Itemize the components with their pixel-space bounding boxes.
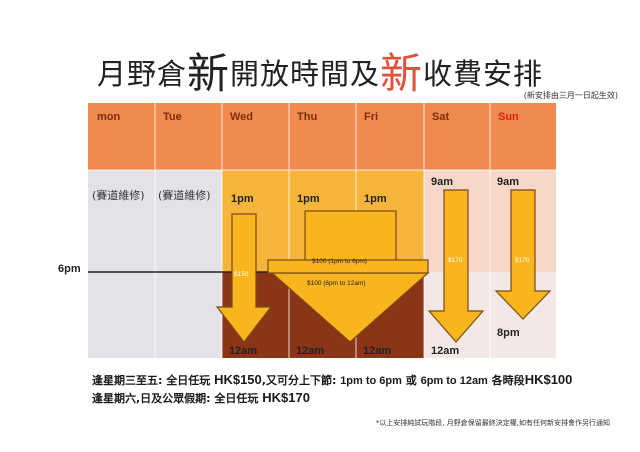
day-label-wed: Wed — [230, 111, 253, 123]
sat-arrow-price: $170 — [448, 257, 463, 264]
wed-full-day-arrow — [215, 213, 273, 343]
sun-full-day-arrow — [494, 189, 552, 320]
sat-end-time: 12am — [431, 345, 459, 357]
weekday-pricing-line: 逢星期三至五: 全日任玩 HK$150,又可分上下節: 1pm to 6pm 或… — [92, 372, 572, 388]
weekday-full-day-price: HK$150 — [214, 372, 262, 387]
wed-end-time: 12am — [229, 345, 257, 357]
thu-start-time: 1pm — [297, 193, 320, 205]
weekday-mid-text: ,又可分上下節: — [261, 374, 341, 387]
day-label-thu: Thu — [297, 111, 317, 123]
sat-full-day-arrow — [427, 189, 485, 343]
day-session-bar — [267, 259, 429, 274]
thu-end-time: 12am — [296, 345, 324, 357]
day-label-mon: mon — [97, 111, 121, 123]
day-label-tue: Tue — [163, 111, 182, 123]
day-session-box — [304, 210, 397, 270]
title-new-1: 新 — [186, 49, 230, 98]
fri-end-time: 12am — [363, 345, 391, 357]
session-price: HK$100 — [524, 372, 573, 387]
title-part-3: 收費安排 — [423, 57, 544, 91]
weekday-prefix: 逢星期三至五: 全日任玩 — [92, 374, 215, 387]
page-title: 月野倉新開放時間及新收費安排 — [0, 40, 640, 101]
day-session-price: $100 (1pm to 6pm) — [312, 258, 367, 265]
night-session-price: $100 (6pm to 12am) — [307, 280, 366, 287]
tue-maintenance-label: (賽道維修) — [158, 188, 211, 202]
title-part-1: 月野倉 — [96, 57, 187, 91]
sat-start-time: 9am — [431, 176, 453, 188]
weekend-full-day-price: HK$170 — [262, 390, 310, 405]
day-label-fri: Fri — [364, 111, 378, 123]
disclaimer-note: *以上安排純試玩階段, 月野倉保留最終決定權,如有任何新安排會作另行通知 — [375, 419, 610, 427]
session-one-time: 1pm to 6pm — [340, 375, 402, 387]
or-text: 或 — [401, 374, 421, 387]
weekend-prefix: 逢星期六,日及公眾假期: 全日任玩 — [92, 392, 263, 405]
effective-date-note: (新安排由三月一日起生效) — [523, 91, 618, 100]
each-session-text: 各時段 — [487, 374, 525, 387]
wed-arrow-price: $150 — [234, 271, 249, 278]
weekend-pricing-line: 逢星期六,日及公眾假期: 全日任玩 HK$170 — [92, 390, 310, 406]
session-two-time: 6pm to 12am — [420, 375, 488, 387]
day-label-sun: Sun — [498, 111, 519, 123]
six-pm-label: 6pm — [58, 263, 81, 275]
title-new-2: 新 — [380, 49, 424, 98]
fri-start-time: 1pm — [364, 193, 387, 205]
title-part-2: 開放時間及 — [229, 57, 380, 91]
mon-maintenance-label: (賽道維修) — [92, 188, 145, 202]
wed-start-time: 1pm — [231, 193, 254, 205]
sun-end-time: 8pm — [497, 327, 520, 339]
schedule-header-band — [88, 103, 556, 170]
day-label-sat: Sat — [432, 111, 449, 123]
sun-arrow-price: $170 — [515, 257, 530, 264]
sun-start-time: 9am — [497, 176, 519, 188]
